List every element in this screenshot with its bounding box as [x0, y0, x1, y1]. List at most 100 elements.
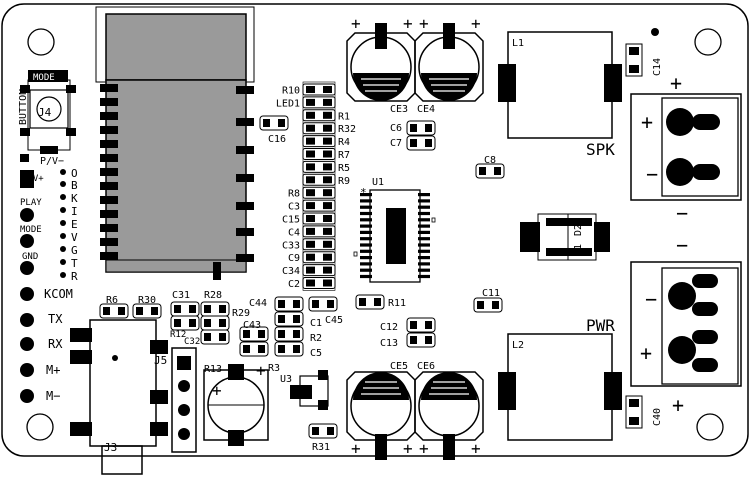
ref-c13: C13: [380, 338, 398, 349]
diodes-d1-d2: [520, 213, 610, 261]
r13-plus-top: +: [256, 361, 266, 380]
cap-r13: [203, 364, 269, 446]
column-label: C34: [282, 266, 300, 277]
column-label: C15: [282, 215, 300, 226]
ref-r3: R3: [268, 363, 280, 374]
c14: [625, 28, 659, 77]
pwr-plus: +: [640, 341, 652, 365]
connector-j5: [171, 347, 197, 453]
ref-r6: R6: [106, 295, 118, 306]
letter-g: G: [71, 244, 78, 257]
bt-module: [95, 6, 255, 280]
ref-c8: C8: [484, 155, 496, 166]
label-tx: TX: [48, 312, 63, 326]
ref-c14: C14: [652, 58, 663, 76]
ref-r11: R11: [388, 298, 406, 309]
spk-bottom-minus: −: [676, 201, 688, 225]
cap-plus-mark: +: [403, 439, 413, 458]
audio-jack-j3: [70, 319, 168, 475]
ref-u3: U3: [280, 374, 292, 385]
ref-u1: U1: [372, 177, 384, 188]
ref-c43: C43: [243, 320, 261, 331]
ref-r30: R30: [138, 295, 156, 306]
c6-c7: [406, 120, 436, 151]
ref-r13: R13: [204, 364, 222, 375]
ref-c11: C11: [482, 288, 500, 299]
left-pin-column: [20, 170, 34, 403]
ref-r31: R31: [312, 442, 330, 453]
letter-e: E: [71, 218, 78, 231]
r31: [308, 423, 338, 439]
inductor-l1: [498, 31, 622, 139]
inductor-l2: [498, 333, 622, 441]
cap-plus-mark: +: [351, 14, 361, 33]
ref-c32: C32: [184, 337, 200, 347]
r6-r30-outlines: [99, 301, 230, 345]
pv-mark: [20, 154, 29, 162]
button-label: BUTTON: [18, 89, 29, 125]
ref-c1: C1: [310, 318, 322, 329]
cap-plus-mark: +: [471, 439, 481, 458]
ref-ce6: CE6: [417, 361, 435, 372]
speaker-connector: [630, 93, 742, 201]
letter-k: K: [71, 192, 78, 205]
ref-r2: R2: [310, 333, 322, 344]
ref-r29: R29: [232, 308, 250, 319]
cap-plus-mark: +: [471, 14, 481, 33]
mode-button-label: MODE: [33, 73, 55, 83]
power-connector: [630, 261, 742, 387]
ref-c16: C16: [268, 134, 286, 145]
c43-c44-outlines: [239, 296, 338, 357]
ref-c12: C12: [380, 322, 398, 333]
cap-plus-mark: +: [403, 14, 413, 33]
c12-c13: [406, 317, 436, 348]
electrolytic-caps: ++++++++: [346, 14, 484, 460]
column-label: C9: [288, 253, 300, 264]
c40: [625, 395, 643, 429]
letter-o: O: [71, 167, 78, 180]
ref-c7: C7: [390, 138, 402, 149]
mounting-holes: [26, 28, 724, 441]
column-label: R32: [338, 124, 356, 135]
letter-v: V: [71, 231, 78, 244]
ref-c44: C44: [249, 298, 267, 309]
c11: [473, 297, 503, 313]
ref-j5: J5: [154, 354, 167, 367]
cap-plus-mark: +: [419, 439, 429, 458]
pwr-bottom-plus: +: [672, 393, 684, 417]
ref-c40: C40: [652, 408, 663, 426]
label-m-minus: M−: [46, 389, 60, 403]
ic-u1: [353, 189, 436, 283]
label-m-plus: M+: [46, 363, 60, 377]
ref-d2: D2: [573, 224, 584, 236]
column-label: R10: [282, 86, 300, 97]
c6-c7-pads: [410, 124, 432, 147]
ref-c31: C31: [172, 290, 190, 301]
label-nv: N/V+: [22, 174, 44, 184]
ref-l2: L2: [512, 340, 524, 351]
column-label: R8: [288, 189, 300, 200]
label-spk: SPK: [586, 140, 615, 159]
c12-c13-pads: [410, 321, 432, 344]
u1-pin1-mark: *: [360, 186, 367, 199]
label-rx: RX: [48, 337, 63, 351]
r13-plus: +: [212, 381, 222, 400]
mode-button-j4: [20, 70, 76, 154]
c16: [259, 115, 289, 131]
regulator-u3: [290, 370, 329, 410]
label-pv: P/V−: [40, 156, 64, 167]
letter-r: R: [71, 270, 78, 283]
cap-plus-mark: +: [419, 14, 429, 33]
r11: [355, 294, 385, 310]
ref-ce4: CE4: [417, 104, 435, 115]
letter-i: I: [71, 205, 78, 218]
label-kcom: KCOM: [44, 287, 73, 301]
spk-top-plus: +: [670, 71, 682, 95]
resistor-column: [302, 81, 336, 291]
label-play: PLAY: [20, 198, 42, 208]
c43-c44-pads: [243, 300, 334, 353]
pwr-minus: −: [645, 287, 657, 311]
ref-c45: C45: [325, 315, 343, 326]
pwr-top-minus: −: [676, 233, 688, 257]
